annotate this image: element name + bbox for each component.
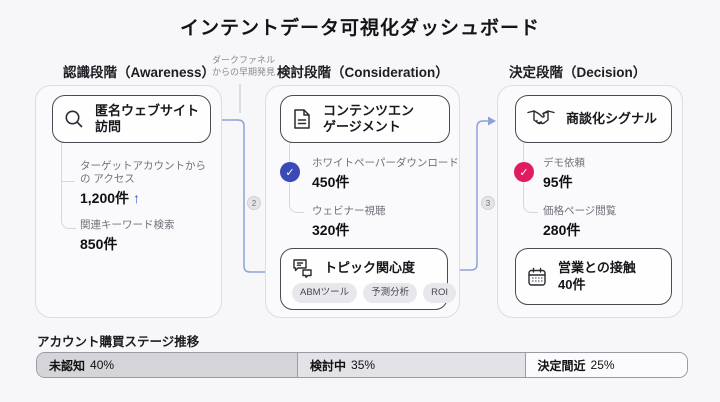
dark-funnel-note-line2: からの早期発見 bbox=[212, 66, 276, 77]
card-topic-interest[interactable]: トピック関心度 ABMツール 予測分析 ROI bbox=[280, 248, 456, 310]
card-title: 匿名ウェブサイト 訪問 bbox=[95, 102, 200, 135]
page-title: インテントデータ可視化ダッシュボード bbox=[179, 18, 540, 39]
chat-icon bbox=[291, 257, 315, 279]
metric-keyword-search: 関連キーワード検索 850件 bbox=[80, 219, 175, 252]
metric-whitepaper-download: ホワイトペーパーダウンロード 450件 bbox=[312, 157, 459, 190]
handshake-icon bbox=[526, 108, 556, 130]
tag-roi[interactable]: ROI bbox=[423, 283, 456, 303]
card-sales-contact[interactable]: 営業との接触 40件 bbox=[515, 248, 672, 305]
card-opportunity-signal[interactable]: 商談化シグナル bbox=[515, 95, 672, 143]
dark-funnel-note-line1: ダークファネル bbox=[212, 55, 276, 65]
card-content-engagement[interactable]: コンテンツエン ゲージメント bbox=[280, 95, 450, 143]
step-badge-3: 3 bbox=[481, 196, 495, 210]
metric-pricing-page-view: 価格ページ閲覧 280件 bbox=[543, 205, 617, 238]
metric-target-account-access: ターゲットアカウントからの アクセス 1,200件 ↑ bbox=[80, 160, 206, 206]
metric-demo-request: デモ依頼 95件 bbox=[543, 157, 585, 190]
tag-abm-tool[interactable]: ABMツール bbox=[292, 283, 358, 303]
dark-funnel-note: ダークファネル からの早期発見 bbox=[212, 55, 282, 78]
step-badge-2: 2 bbox=[247, 196, 261, 210]
stage-header-decision: 決定段階（Decision） bbox=[509, 65, 647, 80]
tag-predictive-analytics[interactable]: 予測分析 bbox=[363, 283, 418, 303]
check-icon-blue: ✓ bbox=[280, 162, 300, 182]
topic-tags: ABMツール 予測分析 ROI bbox=[291, 283, 456, 303]
stage-header-awareness: 認識段階（Awareness） bbox=[63, 65, 216, 80]
card-title: 営業との接触 40件 bbox=[558, 260, 636, 292]
funnel-bar-title: アカウント購買ステージ推移 bbox=[37, 335, 200, 349]
card-anonymous-website-visit[interactable]: 匿名ウェブサイト 訪問 bbox=[52, 95, 211, 143]
calendar-icon bbox=[526, 266, 548, 288]
check-icon-pink: ✓ bbox=[514, 162, 534, 182]
search-icon bbox=[63, 108, 85, 130]
trend-up-arrow: ↑ bbox=[132, 190, 140, 206]
document-icon bbox=[291, 107, 313, 131]
card-title: 商談化シグナル bbox=[566, 110, 658, 126]
stage-header-consideration: 検討段階（Consideration） bbox=[277, 65, 449, 80]
metric-webinar-view: ウェビナー視聴 320件 bbox=[312, 205, 386, 238]
card-title: トピック関心度 bbox=[324, 259, 416, 275]
card-title: コンテンツエン ゲージメント bbox=[323, 102, 415, 135]
